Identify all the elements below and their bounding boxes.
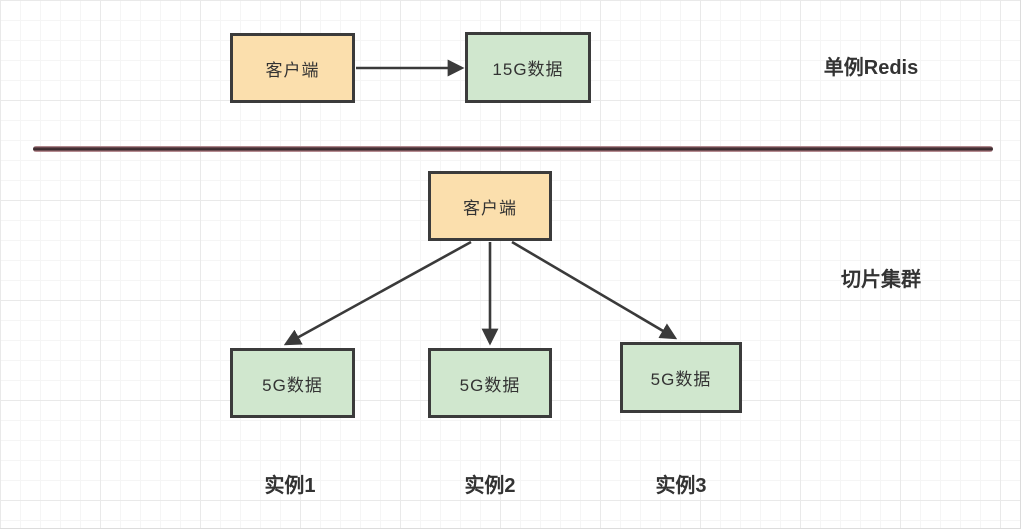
caption-single-redis: 单例Redis [823,57,919,79]
section-divider [33,146,993,152]
top-client-node: 客户端 [230,33,355,103]
instance-1-label: 实例1 [264,475,316,497]
instance-2-label: 实例2 [464,475,516,497]
shard-1-data-node: 5G数据 [230,348,355,418]
bottom-client-node: 客户端 [428,171,552,241]
shard-3-data-node: 5G数据 [620,342,742,413]
shard-2-data-node: 5G数据 [428,348,552,418]
top-data-node: 15G数据 [465,32,591,103]
caption-sharded-cluster: 切片集群 [841,269,921,291]
arrow-client-to-shard1 [283,240,472,346]
arrow-client-to-shard3 [511,240,678,340]
instance-3-label: 实例3 [655,475,707,497]
